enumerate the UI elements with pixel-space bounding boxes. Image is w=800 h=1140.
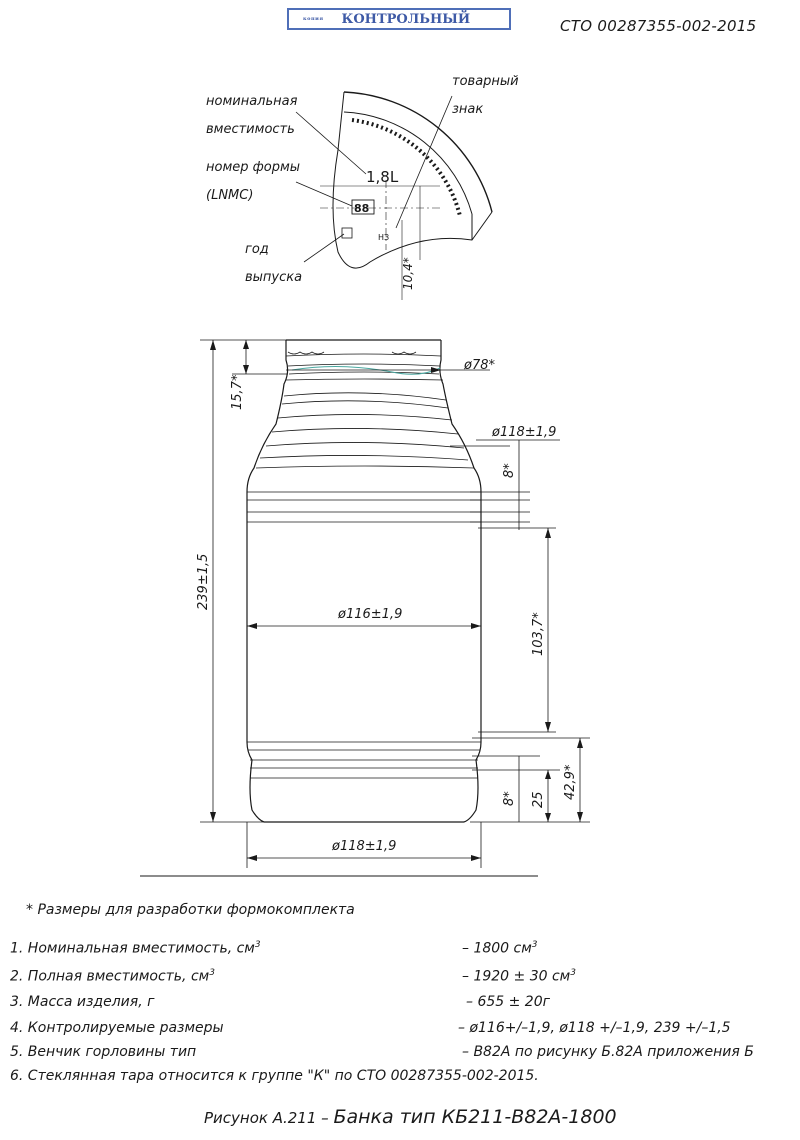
jar-outline [246, 339, 482, 823]
spec-value-text: – 1920 ± 30 см [462, 968, 571, 985]
figure-caption: Рисунок А.211 – Банка тип КБ211-В82А-180… [204, 1106, 617, 1128]
label-nominal-1: номинальная [206, 94, 298, 109]
spec-row: 4. Контролируемые размеры – ø116+/–1,9, … [10, 1020, 731, 1036]
spec-label: 4. Контролируемые размеры [10, 1020, 224, 1036]
stamp-small-text: копия [303, 16, 324, 22]
dim-42-9: 42,9* [563, 764, 578, 800]
spec-row: 1. Номинальная вместимость, см3 – 1800 с… [10, 940, 538, 957]
spec-value-text: – 1800 см [462, 940, 532, 957]
dim-8-top: 8* [502, 463, 517, 478]
dimension-note: * Размеры для разработки формокомплекта [26, 902, 355, 918]
dim-d118-bottom: ø118±1,9 [331, 839, 396, 854]
label-nominal-2: вместимость [206, 122, 295, 137]
dim-d78: ø78* [463, 358, 495, 373]
dim-d116: ø116±1,9 [337, 607, 402, 622]
spec-label: 1. Номинальная вместимость, см [10, 940, 255, 957]
highlight-curve [291, 365, 441, 375]
label-form-2: (LNMC) [206, 188, 254, 203]
capacity-mark: 1,8L [366, 168, 399, 186]
spec-row: 2. Полная вместимость, см3 – 1920 ± 30 с… [10, 968, 576, 985]
spec-row: 6. Стеклянная тара относится к группе "К… [10, 1068, 539, 1084]
spec-value: – В82А по рисунку Б.82А приложения Б [462, 1044, 754, 1060]
dim-15-7: 15,7* [230, 374, 245, 410]
dim-25: 25 [531, 791, 546, 808]
spec-row: 3. Масса изделия, г – 655 ± 20г [10, 994, 550, 1010]
form-digits: 88 [354, 202, 369, 215]
label-year-2: выпуска [245, 270, 303, 285]
spec-value: – 655 ± 20г [466, 994, 550, 1010]
bottom-detail-view [295, 91, 493, 300]
dim-8-bottom: 8* [502, 791, 517, 806]
dim-d118-top: ø118±1,9 [491, 425, 556, 440]
spec-value: – 1800 см3 [462, 940, 538, 957]
dim-103-7: 103,7* [531, 612, 546, 656]
dimension-lines [140, 339, 590, 877]
dim-10-4: 10,4* [401, 257, 415, 290]
label-form-1: номер формы [206, 160, 301, 175]
caption-name: Банка тип КБ211-В82А-1800 [333, 1106, 617, 1128]
dimension-arrows [210, 340, 583, 861]
trademark-glyph: НЗ [378, 233, 389, 242]
spec-value-sup: 3 [531, 940, 538, 950]
spec-label: 2. Полная вместимость, см [10, 968, 210, 985]
stamp-text: КОНТРОЛЬНЫЙ [341, 11, 471, 27]
standard-number: СТО 00287355-002-2015 [560, 17, 757, 35]
spec-sup: 3 [209, 968, 215, 978]
spec-value: – 1920 ± 30 см3 [462, 968, 576, 985]
control-stamp: копия КОНТРОЛЬНЫЙ [287, 8, 511, 30]
caption-prefix: Рисунок А.211 – [204, 1109, 334, 1127]
dim-239: 239±1,5 [196, 554, 211, 610]
label-trademark-2: знак [452, 102, 484, 117]
spec-row: 5. Венчик горловины тип – В82А по рисунк… [10, 1044, 754, 1060]
spec-value: – ø116+/–1,9, ø118 +/–1,9, 239 +/–1,5 [458, 1020, 731, 1036]
spec-sup: 3 [254, 940, 261, 950]
spec-label: 3. Масса изделия, г [10, 994, 155, 1010]
label-trademark-1: товарный [452, 74, 519, 89]
spec-value-sup: 3 [570, 968, 576, 978]
spec-label: 6. Стеклянная тара относится к группе "К… [10, 1068, 539, 1084]
spec-label: 5. Венчик горловины тип [10, 1044, 197, 1060]
label-year-1: год [245, 242, 269, 257]
